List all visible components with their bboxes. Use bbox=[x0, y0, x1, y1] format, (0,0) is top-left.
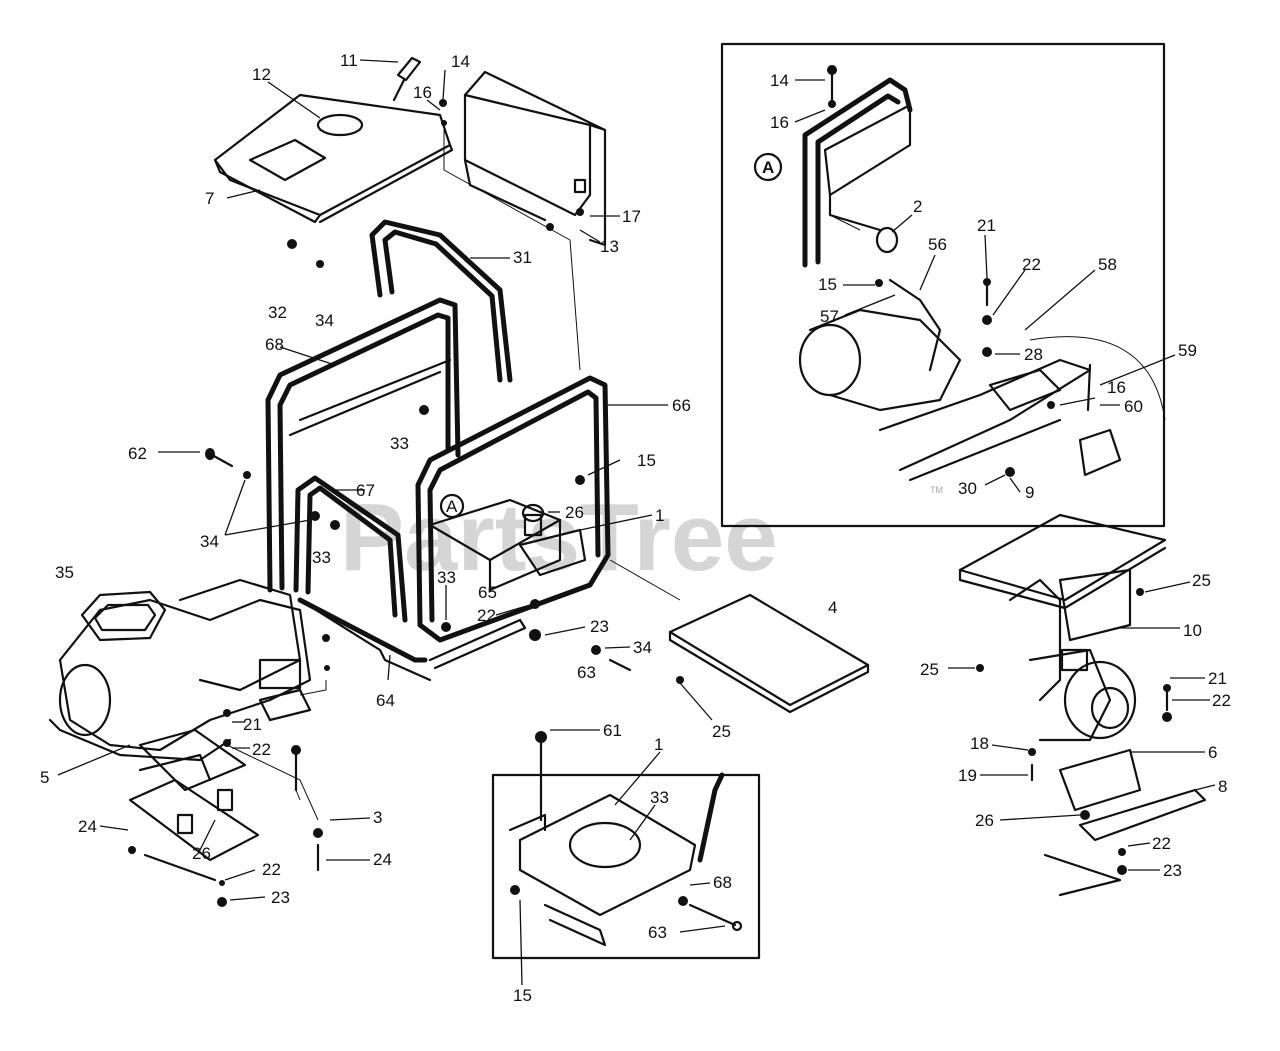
engine-mount bbox=[128, 728, 260, 882]
callout-31: 31 bbox=[513, 248, 532, 267]
callout-14: 14 bbox=[451, 52, 470, 71]
callout-33a: 33 bbox=[390, 434, 409, 453]
alt-callout-25b: 25 bbox=[920, 660, 939, 679]
inset-a-marker: A bbox=[753, 152, 783, 182]
hardware bbox=[128, 99, 684, 907]
callout-67: 67 bbox=[356, 481, 375, 500]
callout-22b: 22 bbox=[252, 740, 271, 759]
alternator bbox=[958, 513, 1207, 897]
callout-7: 7 bbox=[205, 189, 214, 208]
callout-22c: 22 bbox=[262, 860, 281, 879]
callout-33b: 33 bbox=[312, 548, 331, 567]
callout-64: 64 bbox=[376, 691, 395, 710]
inset-a-callout-22: 22 bbox=[1022, 255, 1041, 274]
control-box bbox=[463, 70, 607, 247]
inset-a-callout-2: 2 bbox=[913, 197, 922, 216]
alt-callout-23: 23 bbox=[1163, 861, 1182, 880]
callout-24a: 24 bbox=[373, 850, 392, 869]
inset-b-callout-68: 68 bbox=[713, 873, 732, 892]
callout-1a: 1 bbox=[655, 506, 664, 525]
bottom-rail bbox=[258, 598, 527, 722]
inset-a-callout-59: 59 bbox=[1178, 341, 1197, 360]
alt-callout-8: 8 bbox=[1218, 777, 1227, 796]
watermark-tm: TM bbox=[930, 485, 943, 495]
callout-68: 68 bbox=[265, 335, 284, 354]
callout-32: 32 bbox=[268, 303, 287, 322]
inset-b-box bbox=[491, 773, 761, 960]
callout-labels: 11 12 14 16 7 17 13 31 32 34 68 66 62 33… bbox=[40, 51, 1231, 1005]
callout-62: 62 bbox=[128, 444, 147, 463]
inset-a-box bbox=[720, 42, 1166, 528]
callout-16: 16 bbox=[413, 83, 432, 102]
inset-a-callout-21: 21 bbox=[977, 216, 996, 235]
inset-b-parts bbox=[508, 731, 743, 947]
callout-22a: 22 bbox=[477, 606, 496, 625]
callout-15a: 15 bbox=[637, 451, 656, 470]
svg-text:A: A bbox=[762, 158, 774, 177]
svg-text:A: A bbox=[446, 497, 458, 516]
callout-5: 5 bbox=[40, 768, 49, 787]
callout-26b: 26 bbox=[192, 844, 211, 863]
inset-b-callout-15: 15 bbox=[513, 986, 532, 1005]
callout-26a: 26 bbox=[565, 503, 584, 522]
frame bbox=[265, 297, 611, 663]
callout-25a: 25 bbox=[712, 722, 731, 741]
fuel-tank bbox=[213, 93, 454, 224]
assembly-lines bbox=[226, 125, 681, 821]
inset-b-callout-63: 63 bbox=[648, 923, 667, 942]
callout-35: 35 bbox=[55, 563, 74, 582]
alt-callout-21: 21 bbox=[1208, 669, 1227, 688]
alt-callout-6: 6 bbox=[1208, 743, 1217, 762]
callout-23b: 23 bbox=[271, 888, 290, 907]
inset-a-callout-15: 15 bbox=[818, 275, 837, 294]
callout-4: 4 bbox=[828, 598, 837, 617]
callout-21a: 21 bbox=[243, 715, 262, 734]
callout-34c: 34 bbox=[633, 638, 652, 657]
inset-a-parts bbox=[798, 65, 1166, 482]
inset-a-callout-30: 30 bbox=[958, 479, 977, 498]
inset-b-callout-1: 1 bbox=[654, 735, 663, 754]
callout-12: 12 bbox=[252, 65, 271, 84]
callout-63a: 63 bbox=[577, 663, 596, 682]
alt-callout-18: 18 bbox=[970, 734, 989, 753]
fuel-cap bbox=[392, 56, 422, 102]
alt-callout-25a: 25 bbox=[1192, 571, 1211, 590]
handle bbox=[369, 219, 513, 383]
callout-65: 65 bbox=[478, 583, 497, 602]
engine bbox=[48, 578, 312, 762]
inset-a-callout-56: 56 bbox=[928, 235, 947, 254]
callout-3: 3 bbox=[373, 808, 382, 827]
watermark: PartsTree bbox=[340, 484, 778, 591]
frame-bracket bbox=[428, 498, 587, 592]
callout-24b: 24 bbox=[78, 817, 97, 836]
callout-66: 66 bbox=[672, 396, 691, 415]
inset-a-callout-14: 14 bbox=[770, 71, 789, 90]
callout-34b: 34 bbox=[200, 532, 219, 551]
inset-a-callout-16b: 16 bbox=[1107, 378, 1126, 397]
alt-callout-22b: 22 bbox=[1152, 834, 1171, 853]
inset-a-callout-60: 60 bbox=[1124, 397, 1143, 416]
base-plate bbox=[668, 593, 870, 714]
alt-callout-19: 19 bbox=[958, 766, 977, 785]
inset-a-callout-58: 58 bbox=[1098, 255, 1117, 274]
alt-callout-26: 26 bbox=[975, 811, 994, 830]
inset-b-callout-33: 33 bbox=[650, 788, 669, 807]
alt-callout-22a: 22 bbox=[1212, 691, 1231, 710]
callout-33c: 33 bbox=[437, 568, 456, 587]
callout-lines bbox=[57, 59, 1216, 986]
callout-17: 17 bbox=[622, 207, 641, 226]
callout-23a: 23 bbox=[590, 617, 609, 636]
inset-a-callout-57: 57 bbox=[820, 307, 839, 326]
callout-11: 11 bbox=[340, 51, 358, 70]
alt-callout-10: 10 bbox=[1183, 621, 1202, 640]
inset-a-callout-9: 9 bbox=[1025, 483, 1034, 502]
callout-34a: 34 bbox=[315, 311, 334, 330]
callout-13: 13 bbox=[600, 237, 619, 256]
inset-a-callout-28: 28 bbox=[1024, 345, 1043, 364]
inset-b-callout-61: 61 bbox=[603, 721, 622, 740]
frame-a-marker: A bbox=[439, 493, 465, 519]
inset-a-callout-16: 16 bbox=[770, 113, 789, 132]
